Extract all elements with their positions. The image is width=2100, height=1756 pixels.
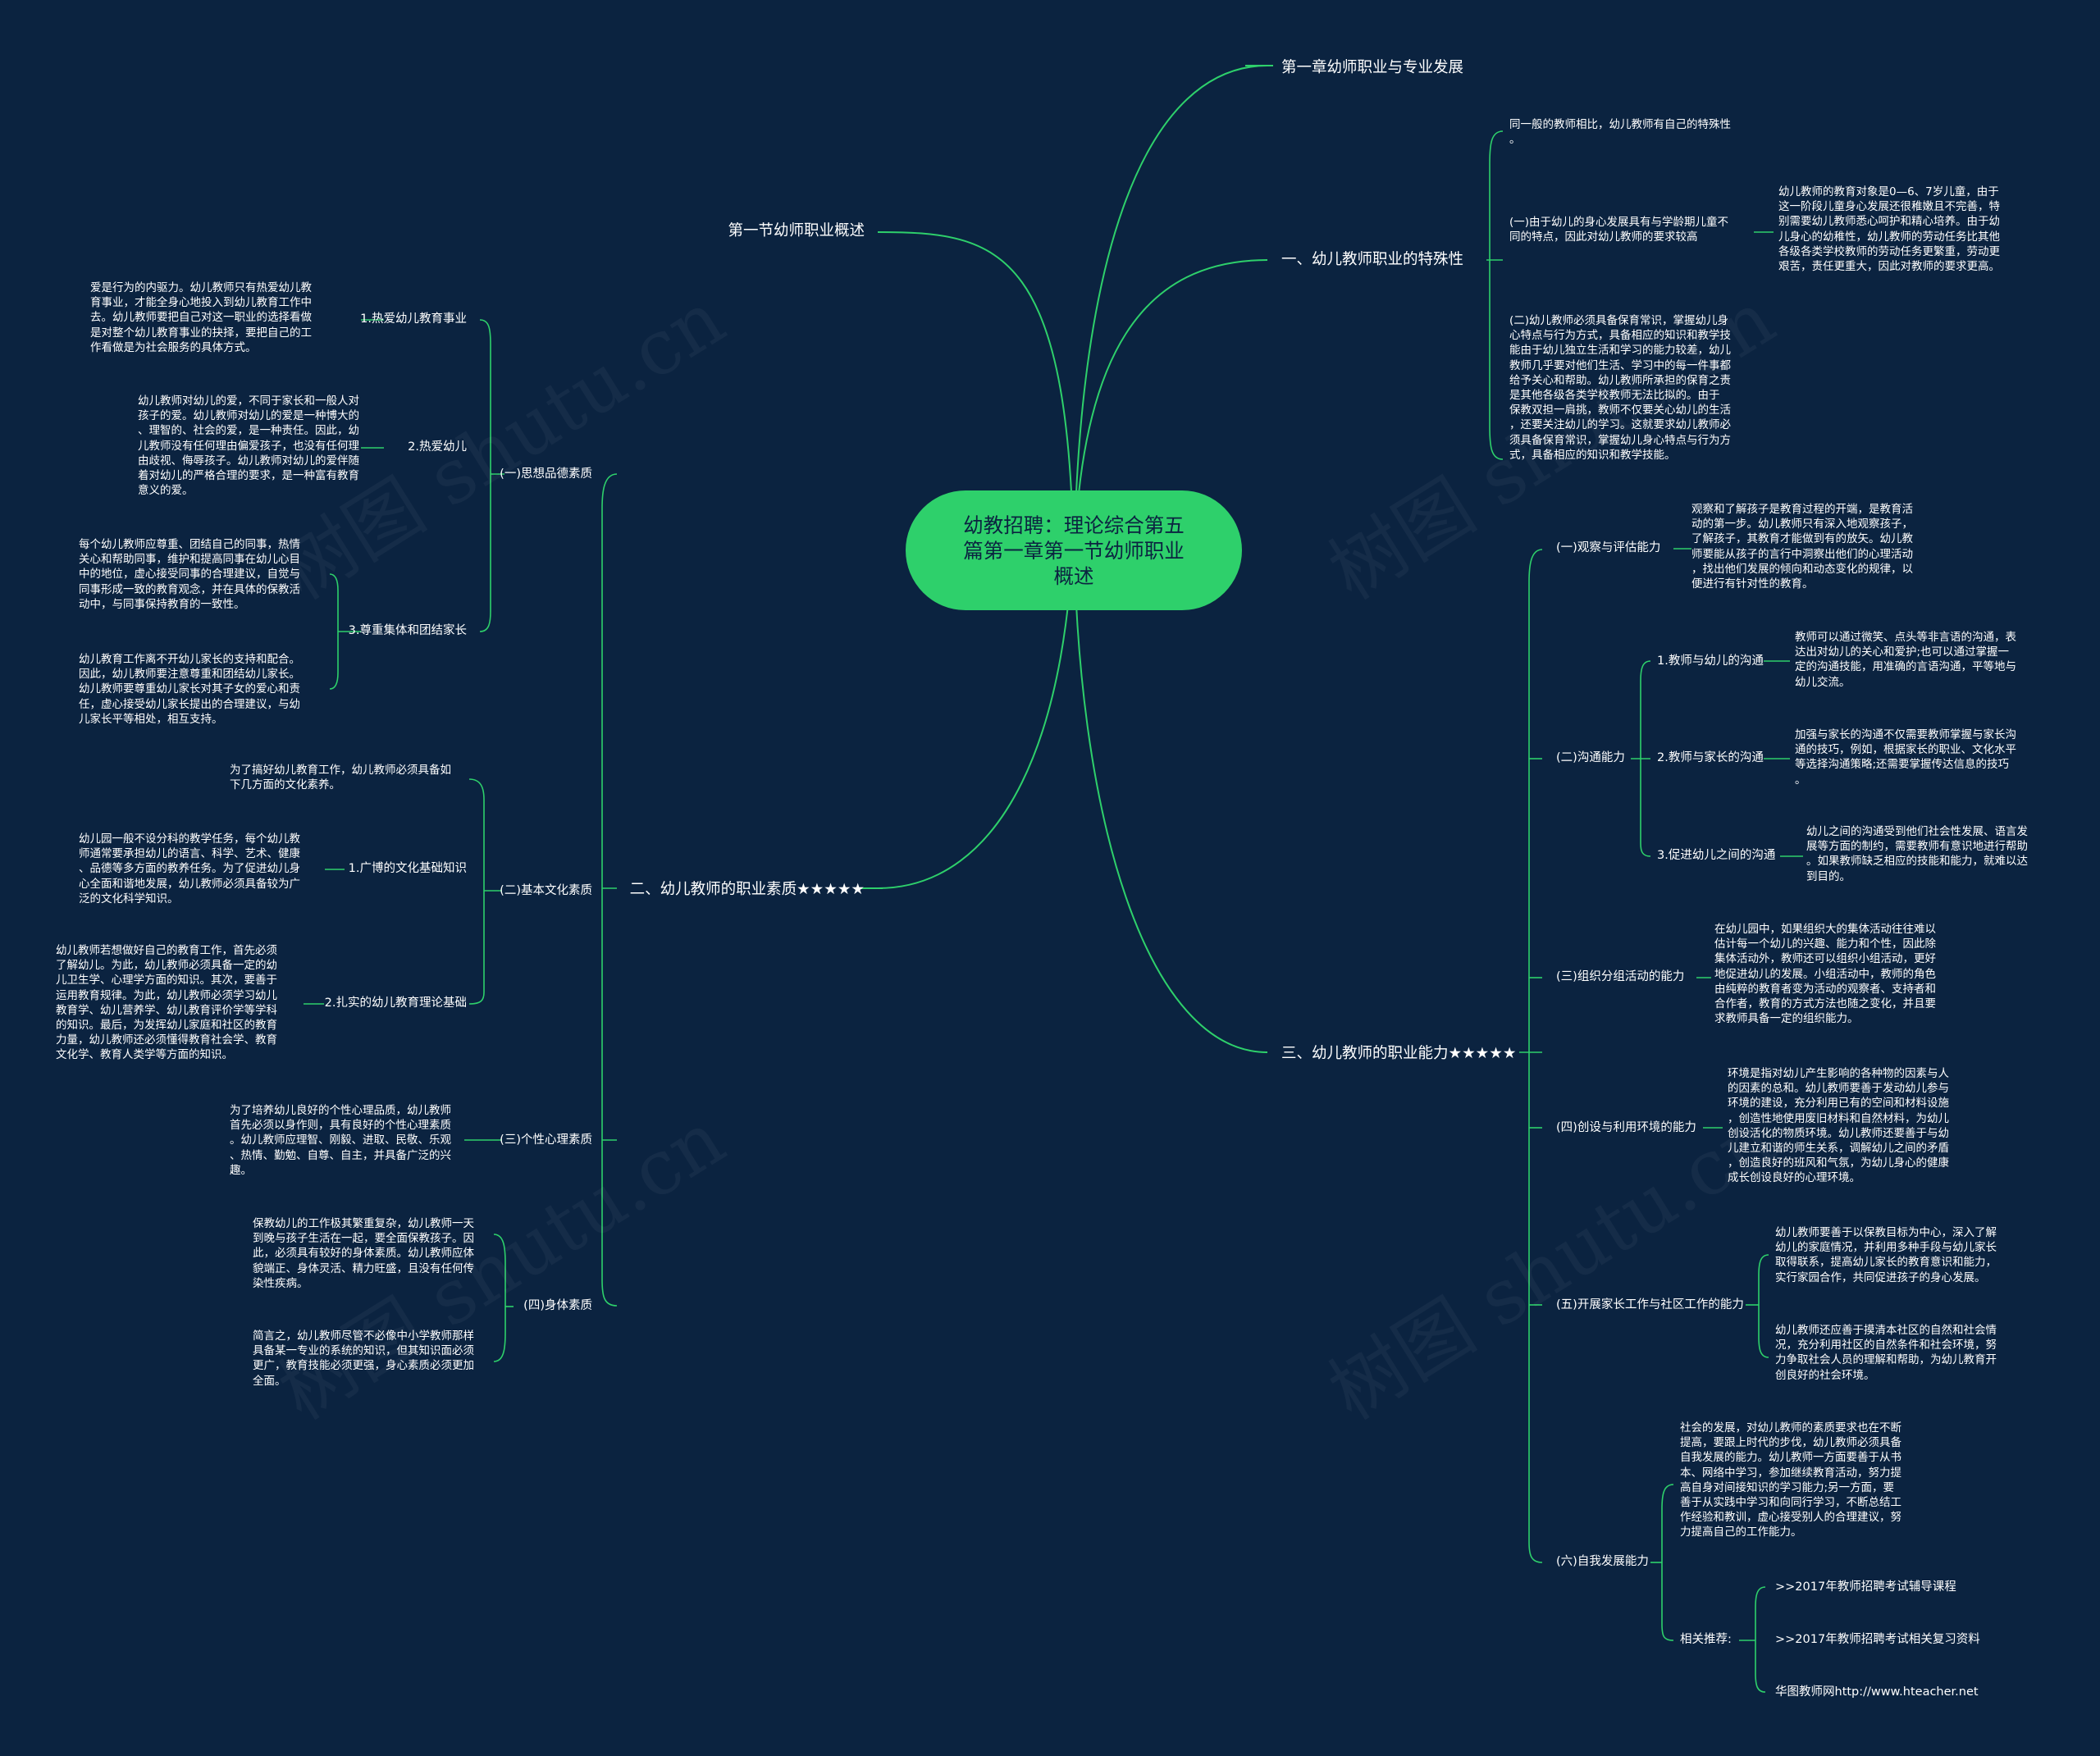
communicate-sub2[interactable]: 2.教师与家长的沟通: [1657, 751, 1764, 764]
moral-sub3-text-a: 每个幼儿教师应尊重、团结自己的同事，热情 关心和帮助同事，维护和提高同事在幼儿心…: [79, 538, 300, 611]
ability-communicate-label[interactable]: (二)沟通能力: [1556, 751, 1625, 764]
ability-organize-label[interactable]: (三)组织分组活动的能力: [1556, 970, 1685, 983]
connector-line: [1489, 130, 1504, 460]
ability-self-label[interactable]: (六)自我发展能力: [1556, 1555, 1649, 1568]
connector-line: [877, 231, 1075, 591]
node-section[interactable]: 第一节幼师职业概述: [728, 222, 865, 239]
recommend-link-3[interactable]: 华图教师网http://www.hteacher.net: [1775, 1685, 1979, 1699]
moral-sub1-text: 爱是行为的内驱力。幼儿教师只有热爱幼儿教 育事业，才能全身心地投入到幼儿教育工作…: [90, 281, 312, 354]
communicate-sub1[interactable]: 1.教师与幼儿的沟通: [1657, 655, 1764, 668]
culture-sub2-text: 幼儿教师若想做好自己的教育工作，首先必须 了解幼儿。为此，幼儿教师必须具备一定的…: [56, 944, 277, 1062]
communicate-sub3[interactable]: 3.促进幼儿之间的沟通: [1657, 849, 1776, 862]
connector-line: [601, 473, 618, 1307]
ability-family-label[interactable]: (五)开展家长工作与社区工作的能力: [1556, 1298, 1744, 1311]
moral-sub2[interactable]: 2.热爱幼儿: [408, 440, 467, 454]
connector-line: [329, 573, 339, 690]
moral-sub3-text-b: 幼儿教育工作离不开幼儿家长的支持和配合。 因此，幼儿教师要注意尊重和团结幼儿家长…: [79, 653, 300, 726]
culture-sub2[interactable]: 2.扎实的幼儿教育理论基础: [324, 997, 467, 1010]
family-text-a: 幼儿教师要善于以保教目标为中心，深入了解 幼儿的家庭情况，并利用多种手段与幼儿家…: [1775, 1226, 1997, 1284]
connector-line: [1661, 1484, 1674, 1641]
node-chapter[interactable]: 第一章幼师职业与专业发展: [1281, 59, 1464, 76]
root-node[interactable]: 幼教招聘：理论综合第五 篇第一章第一节幼师职业 概述: [906, 490, 1242, 610]
special-item1[interactable]: (一)由于幼儿的身心发展具有与学龄期儿童不 同的特点，因此对幼儿教师的要求较高: [1509, 216, 1729, 244]
recommend-link-1[interactable]: >>2017年教师招聘考试辅导课程: [1775, 1580, 1956, 1594]
ability-observe-label[interactable]: (一)观察与评估能力: [1556, 541, 1661, 554]
connector-line: [1073, 508, 1268, 1053]
environment-text: 环境是指对幼儿产生影响的各种物的因素与人 的因素的总和。幼儿教师要善于发动幼儿参…: [1728, 1067, 1949, 1185]
culture-sub1-text: 幼儿园一般不设分科的教学任务，每个幼儿教 师通常要承担幼儿的语言、科学、艺术、健…: [79, 832, 300, 905]
quality-body-label[interactable]: (四)身体素质: [523, 1299, 592, 1312]
culture-intro: 为了搞好幼儿教育工作，幼儿教师必须具备如 下几方面的文化素养。: [230, 764, 451, 792]
ability-environment-label[interactable]: (四)创设与利用环境的能力: [1556, 1121, 1696, 1134]
communicate-sub1-text: 教师可以通过微笑、点头等非言语的沟通，表 达出对幼儿的关心和爱护;也可以通过掌握…: [1795, 631, 2016, 689]
connector-line: [493, 1234, 506, 1362]
recommend-label: 相关推荐:: [1680, 1633, 1732, 1646]
culture-sub1[interactable]: 1.广博的文化基础知识: [348, 862, 467, 875]
connector-line: [1640, 660, 1651, 857]
root-title: 幼教招聘：理论综合第五 篇第一章第一节幼师职业 概述: [963, 513, 1185, 588]
connector-line: [1528, 549, 1543, 1563]
family-text-b: 幼儿教师还应善于摸清本社区的自然和社会情 况，充分利用社区的自然条件和社会环境，…: [1775, 1324, 1997, 1382]
recommend-link-2[interactable]: >>2017年教师招聘考试相关复习资料: [1775, 1633, 1980, 1646]
communicate-sub2-text: 加强与家长的沟通不仅需要教师掌握与家长沟 通的技巧，例如，根据家长的职业、文化水…: [1795, 728, 2016, 787]
quality-personality-label[interactable]: (三)个性心理素质: [500, 1133, 592, 1147]
special-item2: (二)幼儿教师必须具备保育常识，掌握幼儿身 心特点与行为方式，具备相应的知识和教…: [1509, 314, 1731, 462]
quality-moral-label[interactable]: (一)思想品德素质: [500, 468, 592, 481]
connector-line: [1755, 1586, 1766, 1693]
observe-text: 观察和了解孩子是教育过程的开端，是教育活 动的第一步。幼儿教师只有深入地观察孩子…: [1691, 503, 1913, 591]
body-text-a: 保教幼儿的工作极其繁重复杂，幼儿教师一天 到晚与孩子生活在一起，要全面保教孩子。…: [253, 1217, 474, 1290]
node-ability[interactable]: 三、幼儿教师的职业能力★★★★★: [1281, 1045, 1517, 1062]
moral-sub1[interactable]: 1.热爱幼儿教育事业: [360, 312, 467, 326]
body-text-b: 简言之，幼儿教师尽管不必像中小学教师那样 具备某一专业的系统的知识，但其知识面必…: [253, 1330, 474, 1388]
organize-text: 在幼儿园中，如果组织大的集体活动往往难以 估计每一个幼儿的兴趣、能力和个性，因此…: [1714, 923, 1936, 1026]
connector-line: [1073, 65, 1268, 600]
moral-sub2-text: 幼儿教师对幼儿的爱，不同于家长和一般人对 孩子的爱。幼儿教师对幼儿的爱是一种博大…: [138, 395, 359, 498]
connector-line: [479, 319, 491, 632]
self-text: 社会的发展，对幼儿教师的素质要求也在不断 提高，要跟上时代的步伐，幼儿教师必须具…: [1680, 1421, 1901, 1539]
node-quality[interactable]: 二、幼儿教师的职业素质★★★★★: [629, 881, 865, 898]
moral-sub3[interactable]: 3.尊重集体和团结家长: [348, 624, 467, 637]
quality-culture-label[interactable]: (二)基本文化素质: [500, 884, 592, 897]
node-special[interactable]: 一、幼儿教师职业的特殊性: [1281, 251, 1464, 268]
connector-line: [468, 778, 485, 1005]
special-item1-detail: 幼儿教师的教育对象是0—6、7岁儿童，由于 这一阶段儿童身心发展还很稚嫩且不完善…: [1778, 185, 2000, 274]
communicate-sub3-text: 幼儿之间的沟通受到他们社会性发展、语言发 展等方面的制约，需要教师有意识地进行帮…: [1806, 825, 2028, 883]
personality-text: 为了培养幼儿良好的个性心理品质，幼儿教师 首先必须以身作则，具有良好的个性心理素…: [230, 1104, 451, 1177]
connector-line: [1758, 1254, 1769, 1358]
special-intro: 同一般的教师相比，幼儿教师有自己的特殊性 。: [1509, 118, 1731, 147]
